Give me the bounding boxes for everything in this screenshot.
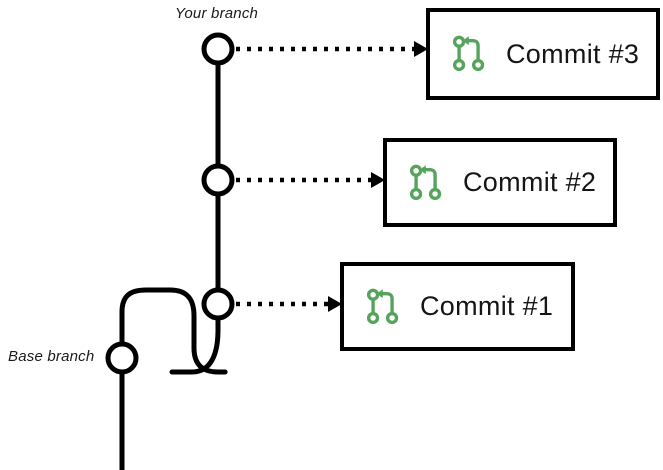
connector-2 <box>236 172 385 188</box>
base-node <box>105 341 139 375</box>
connector-1 <box>236 296 342 312</box>
git-pull-request-icon <box>452 35 485 72</box>
branch-merge-curve <box>169 315 221 375</box>
commit-node-2 <box>201 163 235 197</box>
commit-card-2[interactable]: Commit #2 <box>383 138 617 227</box>
connector-3 <box>236 41 428 57</box>
git-pull-request-icon <box>366 288 399 324</box>
git-pull-request-icon <box>409 164 442 200</box>
commit-card-1[interactable]: Commit #1 <box>340 262 575 351</box>
commit-card-1-label: Commit #1 <box>420 291 554 321</box>
commit-card-3[interactable]: Commit #3 <box>426 8 660 100</box>
commit-node-1 <box>201 287 235 321</box>
base-branch-label: Base branch <box>8 348 95 365</box>
branch-fork-curve <box>119 287 228 375</box>
your-branch-label: Your branch <box>175 5 259 22</box>
commit-node-3 <box>201 32 235 66</box>
commit-card-3-label: Commit #3 <box>506 38 640 69</box>
commit-card-2-label: Commit #2 <box>463 167 597 197</box>
